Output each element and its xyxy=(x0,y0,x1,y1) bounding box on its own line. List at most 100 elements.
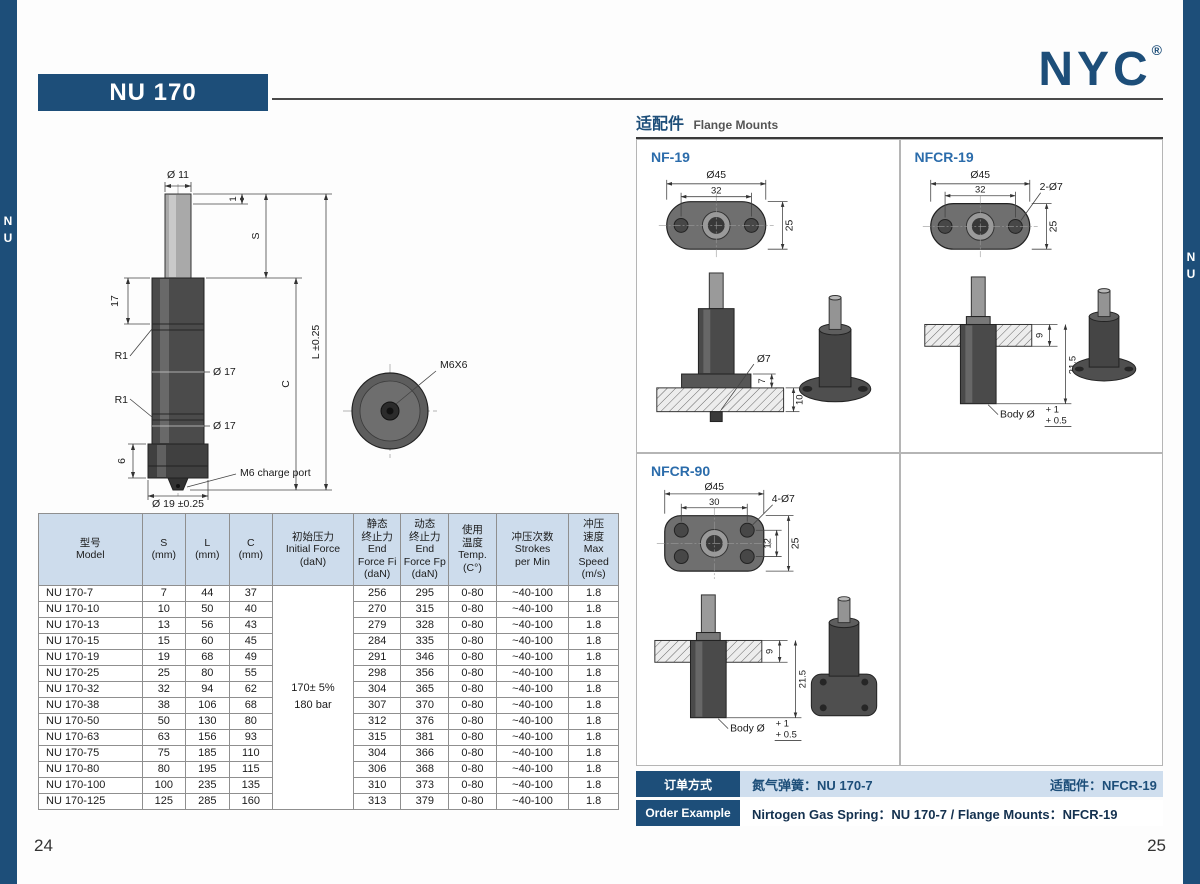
value-cell: 1.8 xyxy=(568,616,619,634)
tol-lower-label: + 0.5 xyxy=(1045,415,1066,426)
left-side-tab: NU xyxy=(1,214,15,248)
flange-panel-grid: NF-19 xyxy=(636,139,1163,766)
flange-title-en: Flange Mounts xyxy=(693,118,779,132)
value-cell: 56 xyxy=(185,616,230,634)
value-cell: 335 xyxy=(400,632,450,650)
depth-label: 21.5 xyxy=(796,669,807,687)
value-cell: 93 xyxy=(228,728,274,746)
header-rule xyxy=(272,98,1163,100)
value-cell: ~40-100 xyxy=(495,680,570,698)
value-cell: 376 xyxy=(400,712,450,730)
flange-panel-empty xyxy=(899,452,1163,766)
value-cell: 285 xyxy=(185,792,230,810)
value-cell: ~40-100 xyxy=(495,728,570,746)
value-cell: 315 xyxy=(352,728,402,746)
value-cell: ~40-100 xyxy=(495,616,570,634)
dimension-lines xyxy=(666,179,788,250)
value-cell: ~40-100 xyxy=(495,744,570,762)
value-cell: 55 xyxy=(228,664,274,682)
dim-spacing-label: 30 xyxy=(709,495,719,506)
model-cell: NU 170-38 xyxy=(38,696,143,714)
flange-panel-nfcr90: NFCR-90 xyxy=(636,452,900,766)
value-cell: 1.8 xyxy=(568,728,619,746)
gas-spring-drawing: Ø 11 17 R1 R1 6 1 S C L ±0.25 Ø 17 Ø 17 … xyxy=(109,169,468,508)
value-cell: 10 xyxy=(141,600,187,618)
value-cell: 43 xyxy=(228,616,274,634)
dim-s-label: S xyxy=(250,232,262,239)
value-cell: 373 xyxy=(400,776,450,794)
value-cell: 1.8 xyxy=(568,664,619,682)
value-cell: 310 xyxy=(352,776,402,794)
dim-dia-label: Ø45 xyxy=(970,170,990,181)
model-cell: NU 170-10 xyxy=(38,600,143,618)
nfcr19-drawing: Ø45 32 2-Ø7 25 xyxy=(922,170,1136,427)
value-cell: 346 xyxy=(400,648,450,666)
value-cell: 256 xyxy=(352,584,402,602)
value-cell: 0-80 xyxy=(448,664,497,682)
value-cell: 160 xyxy=(228,792,274,810)
brand-logo: NYC® xyxy=(1038,42,1162,97)
plate-thickness-label: 9 xyxy=(764,648,775,653)
flange-3d-view xyxy=(798,294,872,403)
value-cell: 313 xyxy=(352,792,402,810)
value-cell: 45 xyxy=(228,632,274,650)
value-cell: ~40-100 xyxy=(495,776,570,794)
value-cell: ~40-100 xyxy=(495,792,570,810)
base-dia-label: Ø 19 ±0.25 xyxy=(152,498,204,508)
flange-3d-view xyxy=(1071,288,1136,382)
plate-thickness-label: 9 xyxy=(1033,333,1044,338)
flange-panel-title: NF-19 xyxy=(651,149,690,165)
value-cell: 60 xyxy=(185,632,230,650)
dim-l-label: L ±0.25 xyxy=(310,325,322,360)
value-cell: 50 xyxy=(185,600,230,618)
flange-panel-title: NFCR-19 xyxy=(914,149,974,165)
dimension-lines xyxy=(929,179,1052,250)
value-cell: 38 xyxy=(141,696,187,714)
dimension-lines xyxy=(720,363,800,413)
tol-lower-label: + 0.5 xyxy=(776,728,797,739)
initial-force-cell: 170± 5%180 bar xyxy=(272,584,354,810)
value-cell: 80 xyxy=(228,712,274,730)
dimension-lines xyxy=(987,324,1071,427)
flange-front-view xyxy=(923,276,1032,405)
value-cell: 63 xyxy=(141,728,187,746)
flange-panel-nf19: NF-19 xyxy=(636,139,900,453)
value-cell: 0-80 xyxy=(448,744,497,762)
dim-c-label: C xyxy=(280,380,292,388)
value-cell: 13 xyxy=(141,616,187,634)
dim-1-label: 1 xyxy=(228,196,239,201)
thread-label: M6X6 xyxy=(440,359,468,371)
value-cell: 379 xyxy=(400,792,450,810)
value-cell: 370 xyxy=(400,696,450,714)
value-cell: 312 xyxy=(352,712,402,730)
order-content-en: Nirtogen Gas Spring：NU 170-7 / Flange Mo… xyxy=(740,800,1163,826)
model-cell: NU 170-50 xyxy=(38,712,143,730)
order-text-en: Nirtogen Gas Spring：NU 170-7 / Flange Mo… xyxy=(752,806,1118,822)
value-cell: 110 xyxy=(228,744,274,762)
nfcr90-drawing: Ø45 30 4-Ø7 12 25 xyxy=(654,481,878,741)
dim-height-label: 25 xyxy=(790,537,801,549)
value-cell: ~40-100 xyxy=(495,584,570,602)
gas-spring-end-view xyxy=(343,364,437,458)
value-cell: 1.8 xyxy=(568,760,619,778)
value-cell: 130 xyxy=(185,712,230,730)
value-cell: 80 xyxy=(141,760,187,778)
value-cell: 80 xyxy=(185,664,230,682)
value-cell: 284 xyxy=(352,632,402,650)
value-cell: 356 xyxy=(400,664,450,682)
model-cell: NU 170-75 xyxy=(38,744,143,762)
model-cell: NU 170-32 xyxy=(38,680,143,698)
r1-upper-label: R1 xyxy=(115,350,129,362)
value-cell: 0-80 xyxy=(448,584,497,602)
model-cell: NU 170-25 xyxy=(38,664,143,682)
holes-label: 4-Ø7 xyxy=(772,493,795,504)
flange-front-view xyxy=(654,593,763,718)
